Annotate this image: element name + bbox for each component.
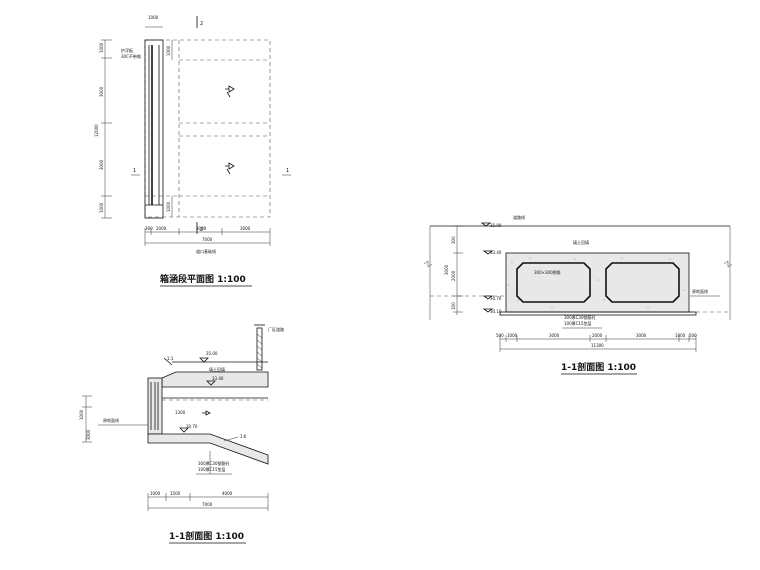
concrete-dots [508, 257, 685, 308]
note-2: 100厚C15垫层 [198, 466, 226, 472]
plan-left-dim: 1000 [99, 42, 104, 53]
plan-view: 1 1 2 2 1000 护浮板 30C不带钢 1000 3000 12000 … [94, 15, 291, 287]
plan-bottom-dim: 3000 [240, 226, 251, 231]
elev-top-label: 35.00 [206, 351, 218, 356]
bottom-dim-r: 500 [496, 333, 504, 338]
plan-bottom-dim: 3000 [196, 226, 207, 231]
plan-bottom-dim: 2000 [156, 226, 167, 231]
bottom-dim-r: 1000 [507, 333, 518, 338]
bottom-dim: 4000 [222, 491, 233, 496]
plan-right-dim: 1000 [166, 45, 171, 56]
plan-left-dim: 1000 [99, 202, 104, 213]
plan-left-dim: 12000 [94, 124, 99, 137]
left-dim: 1000 [79, 409, 84, 420]
elev-mid-label: 33.40 [212, 376, 224, 381]
culvert-cell-right [605, 262, 680, 303]
plan-left-dim: 3000 [99, 86, 104, 97]
note-2-r: 100厚C15垫层 [564, 320, 592, 326]
ground-label-r: 原地面线 [692, 288, 708, 294]
plan-top-dim: 1000 [148, 15, 159, 20]
flow-arrow-icon [225, 162, 235, 175]
plan-bottom-dim: 300 [145, 226, 153, 231]
section-mark-top: 2 [200, 21, 203, 27]
plan-bottom-note: 道口基础线 [196, 248, 216, 254]
bottom-dim-r: 500 [689, 333, 697, 338]
slope-1-label: 1:1 [167, 356, 174, 361]
fill-label-r: 填土回填 [573, 239, 589, 245]
box-label: 300×300倒角 [534, 269, 561, 275]
ground-label: 原地面线 [103, 417, 119, 423]
section-label-right: 1 [286, 168, 289, 174]
plan-total-dim: 7000 [202, 237, 213, 242]
bottom-dim: 1500 [170, 491, 181, 496]
elev-3-label: 30.70 [490, 296, 502, 301]
section-right-view: 道路线 35.00 填土回填 33.40 300×300倒角 原地面线 [423, 214, 733, 375]
base-layer [499, 311, 697, 316]
elev-low-label: 30.70 [186, 424, 198, 429]
section-mark-bottom: 2 [200, 227, 203, 233]
plan-side-note-2: 30C不带钢 [121, 53, 141, 59]
total-dim-r: 11300 [591, 343, 604, 348]
left-dim-r: 2000 [451, 270, 456, 281]
box-culvert [505, 252, 690, 313]
road-label: 道路线 [513, 214, 525, 220]
left-dim-r: 100 [451, 302, 456, 310]
slope-2-label: 1:6 [240, 434, 247, 439]
plan-right-dim: 1000 [166, 201, 171, 212]
section-right-title: 1-1剖面图 1:100 [561, 361, 636, 373]
flow-arrow-icon [225, 85, 235, 98]
bottom-dim-r: 3000 [636, 333, 647, 338]
culvert-cell-left [516, 262, 591, 303]
bottom-dim-r: 3000 [549, 333, 560, 338]
section-label-left: 1 [133, 168, 136, 174]
plan-left-dim: 3000 [99, 159, 104, 170]
fill-label: 填土回填 [209, 366, 225, 372]
gate-label: 厂区道路 [268, 326, 284, 332]
gate-post [256, 327, 263, 371]
inner-dim: 1300 [175, 410, 186, 415]
bottom-dim: 1000 [150, 491, 161, 496]
note-1: 300厚C30钢筋砼 [198, 460, 230, 466]
left-dim-r: 3000 [444, 264, 449, 275]
flow-arrow-icon [202, 410, 211, 416]
plan-wall [144, 39, 164, 219]
left-dim: 3000 [86, 429, 91, 440]
plan-side-note-1: 护浮板 [121, 47, 133, 53]
bottom-dim-r: 1000 [675, 333, 686, 338]
section-left-view: 厂区道路 35.00 1:1 填土回填 33.40 1300 30.70 1:6 [79, 324, 284, 544]
plan-title: 箱涵段平面图 1:100 [160, 273, 246, 285]
left-dim-r: 300 [451, 236, 456, 244]
bottom-dim-r: 2000 [592, 333, 603, 338]
bottom-slab [147, 433, 269, 465]
plan-outline [144, 39, 271, 218]
section-left-title: 1-1剖面图 1:100 [169, 530, 244, 542]
elev-2-label: 33.40 [490, 250, 502, 255]
total-dim: 7000 [202, 502, 213, 507]
note-1-r: 300厚C30钢筋砼 [564, 314, 596, 320]
elev-4-label: 30.10 [490, 309, 502, 314]
elev-top-label-r: 35.00 [490, 223, 502, 228]
